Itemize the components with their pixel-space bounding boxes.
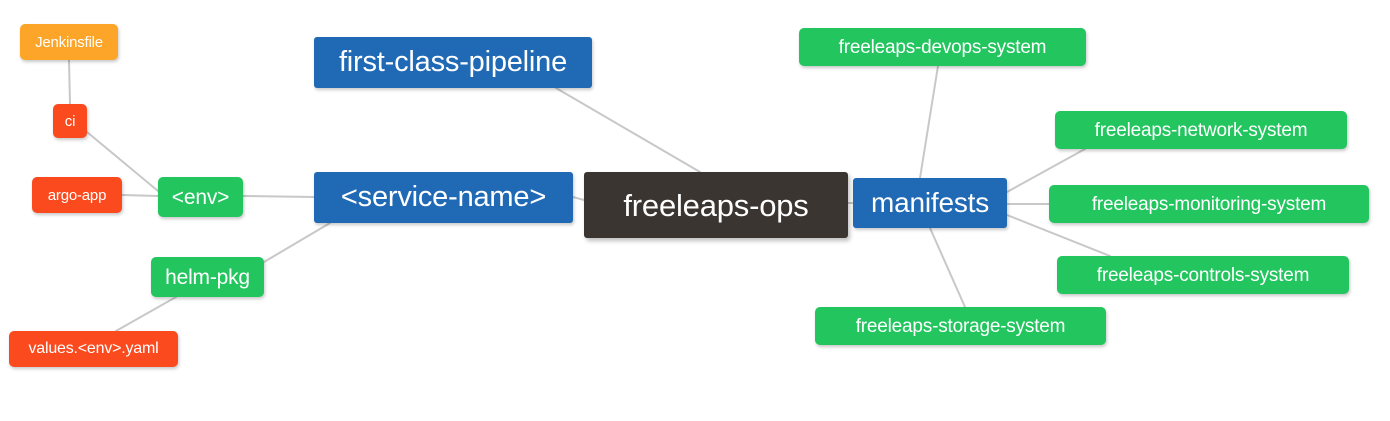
- edge-manifests-to-storage-system: [929, 227, 966, 308]
- node-monitoring-system[interactable]: freeleaps-monitoring-system: [1049, 185, 1369, 223]
- node-jenkinsfile[interactable]: Jenkinsfile: [20, 24, 118, 60]
- edge-first-class-pipeline-to-freeleaps-ops: [555, 87, 701, 173]
- node-devops-system[interactable]: freeleaps-devops-system: [799, 28, 1086, 66]
- node-storage-system[interactable]: freeleaps-storage-system: [815, 307, 1106, 345]
- edge-argo-app-to-env: [121, 194, 159, 197]
- node-env[interactable]: <env>: [158, 177, 243, 217]
- edge-values-yaml-to-helm-pkg: [115, 296, 177, 332]
- node-helm-pkg[interactable]: helm-pkg: [151, 257, 264, 297]
- edge-env-to-service-name: [242, 195, 315, 198]
- edge-manifests-to-devops-system: [919, 65, 939, 179]
- node-ci[interactable]: ci: [53, 104, 87, 138]
- node-network-system[interactable]: freeleaps-network-system: [1055, 111, 1347, 149]
- edge-jenkinsfile-to-ci: [68, 59, 71, 105]
- node-freeleaps-ops[interactable]: freeleaps-ops: [584, 172, 848, 238]
- node-service-name[interactable]: <service-name>: [314, 172, 573, 223]
- edge-service-name-to-freeleaps-ops: [572, 196, 585, 201]
- node-first-class-pipeline[interactable]: first-class-pipeline: [314, 37, 592, 88]
- node-manifests[interactable]: manifests: [853, 178, 1007, 228]
- node-values-yaml[interactable]: values.<env>.yaml: [9, 331, 178, 367]
- node-controls-system[interactable]: freeleaps-controls-system: [1057, 256, 1349, 294]
- node-argo-app[interactable]: argo-app: [32, 177, 122, 213]
- edge-helm-pkg-to-service-name: [263, 222, 331, 263]
